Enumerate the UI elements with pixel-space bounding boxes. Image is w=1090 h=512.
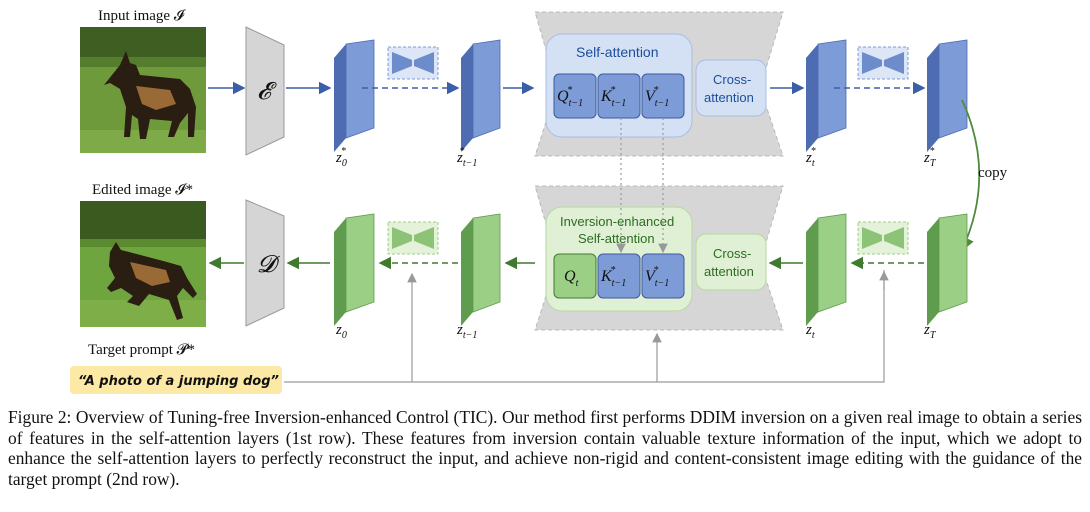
latent-zt1-star — [461, 39, 501, 152]
svg-text:Kt−1*: Kt−1* — [600, 85, 626, 109]
v-star-box-bottom: Vt−1* — [641, 253, 685, 299]
edited-image-label: Edited image 𝓘* — [92, 182, 193, 198]
cross-attention-box-bottom — [695, 233, 767, 291]
svg-text:Qt: Qt — [564, 268, 579, 289]
v-star-box: Vt−1* — [641, 73, 685, 119]
unet-icon-top-left — [387, 46, 439, 80]
k-star-box: Kt−1* — [597, 73, 641, 119]
cross-attention-line1-bottom: Cross- — [713, 246, 751, 261]
method-overview-figure: Input image 𝓘 𝓔 Self-attention — [70, 8, 1008, 394]
cross-attention-line1-top: Cross- — [713, 72, 751, 87]
decoder-block: 𝓓 — [245, 199, 285, 327]
label-zT-star: zT* — [923, 146, 937, 169]
inversion-enhanced-title-line1: Inversion-enhanced — [560, 214, 674, 229]
label-zt1-star: zt−1* — [456, 146, 477, 169]
label-zt-star: zt* — [805, 146, 816, 169]
latent-zt — [806, 213, 847, 326]
input-dog-image — [80, 27, 206, 153]
label-zt: zt — [805, 322, 815, 341]
edited-dog-image — [80, 201, 206, 327]
latent-zT — [927, 213, 968, 326]
label-zt1: zt−1 — [456, 322, 477, 341]
latent-z0 — [334, 213, 375, 326]
copy-label: copy — [978, 165, 1008, 181]
cross-attention-line2-top: attention — [704, 90, 754, 105]
latent-zT-star — [927, 39, 968, 152]
label-z0-star: z0* — [335, 146, 347, 169]
svg-text:Vt−1*: Vt−1* — [645, 85, 669, 109]
inversion-enhanced-title-line2: Self-attention — [578, 231, 655, 246]
label-z0: z0 — [335, 322, 347, 341]
input-image-label: Input image 𝓘 — [98, 8, 187, 24]
svg-text:Qt−1*: Qt−1* — [557, 85, 583, 109]
unet-icon-bottom-right — [857, 221, 909, 255]
unet-icon-top-right — [857, 46, 909, 80]
prompt-conditioning-line — [284, 270, 885, 383]
self-attention-title: Self-attention — [576, 44, 659, 60]
target-prompt-label: Target prompt 𝓟* — [88, 342, 195, 358]
label-zT: zT — [923, 322, 937, 341]
cross-attention-box-top — [695, 59, 767, 117]
encoder-block: 𝓔 — [245, 26, 285, 156]
q-star-box: Qt−1* — [553, 73, 597, 119]
prompt-highlight — [70, 366, 282, 394]
svg-text:Vt−1*: Vt−1* — [645, 265, 669, 289]
prompt-text: “A photo of a jumping dog” — [78, 374, 279, 389]
unet-icon-bottom-left — [387, 221, 439, 255]
cross-attention-line2-bottom: attention — [704, 264, 754, 279]
svg-text:Kt−1*: Kt−1* — [600, 265, 626, 289]
k-star-box-bottom: Kt−1* — [597, 253, 641, 299]
latent-z0-star — [334, 39, 375, 152]
figure-caption: Figure 2: Overview of Tuning-free Invers… — [8, 407, 1082, 489]
copy-arrow — [960, 99, 981, 252]
latent-zt-star — [806, 39, 847, 152]
latent-zt1 — [461, 213, 501, 326]
q-t-box: Qt — [553, 253, 597, 299]
